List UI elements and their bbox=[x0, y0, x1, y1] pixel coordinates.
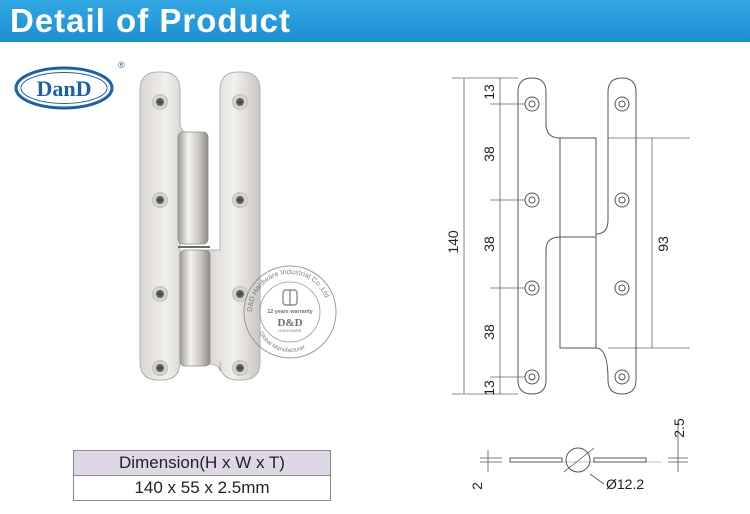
watermark-hardware: HARDWARE bbox=[278, 328, 302, 333]
registered-mark: ® bbox=[118, 60, 125, 70]
logo-text: DanD bbox=[36, 76, 91, 101]
screw-holes bbox=[152, 94, 248, 376]
dim-leaf-length: 93 bbox=[655, 236, 671, 252]
dimension-table: Dimension(H x W x T) 140 x 55 x 2.5mm bbox=[73, 450, 331, 501]
watermark-warranty: 12 years warranty bbox=[267, 309, 313, 315]
dim-thickness-top: 2.5 bbox=[671, 418, 687, 438]
dimension-lines bbox=[452, 77, 690, 395]
dim-total-height: 140 bbox=[445, 230, 461, 254]
drawing-cross-section bbox=[480, 422, 688, 485]
dim-spacing-1: 38 bbox=[481, 146, 497, 162]
dim-spacing-2: 38 bbox=[481, 236, 497, 252]
drawing-holes bbox=[524, 96, 630, 385]
dimension-table-header: Dimension(H x W x T) bbox=[73, 450, 331, 476]
lower-knuckle bbox=[179, 249, 211, 367]
page-title: Detail of Product bbox=[10, 2, 292, 39]
dim-bottom-offset: 13 bbox=[481, 380, 497, 396]
product-photo bbox=[139, 71, 261, 381]
watermark-stamp: D&D Hardware Industrial Co.,Ltd Global M… bbox=[243, 265, 337, 359]
drawing-knuckle bbox=[559, 137, 597, 349]
technical-drawing: 140 13 38 38 38 13 93 2.5 2 Ø12.2 bbox=[445, 77, 690, 492]
right-leaf bbox=[207, 71, 261, 381]
watermark-hinge-icon bbox=[282, 289, 298, 306]
watermark-brand: D&D bbox=[277, 317, 302, 329]
drawing-left-leaf bbox=[517, 77, 561, 395]
brand-logo: DanD ® bbox=[14, 60, 125, 110]
dim-knuckle-diameter: Ø12.2 bbox=[606, 476, 644, 492]
dimension-table-value: 140 x 55 x 2.5mm bbox=[73, 475, 331, 501]
header-banner: Detail of Product bbox=[0, 0, 750, 42]
dim-top-offset: 13 bbox=[481, 84, 497, 100]
upper-knuckle bbox=[177, 131, 209, 245]
dim-spacing-3: 38 bbox=[481, 324, 497, 340]
dim-thickness-side: 2 bbox=[469, 482, 485, 490]
drawing-right-leaf bbox=[595, 77, 637, 395]
